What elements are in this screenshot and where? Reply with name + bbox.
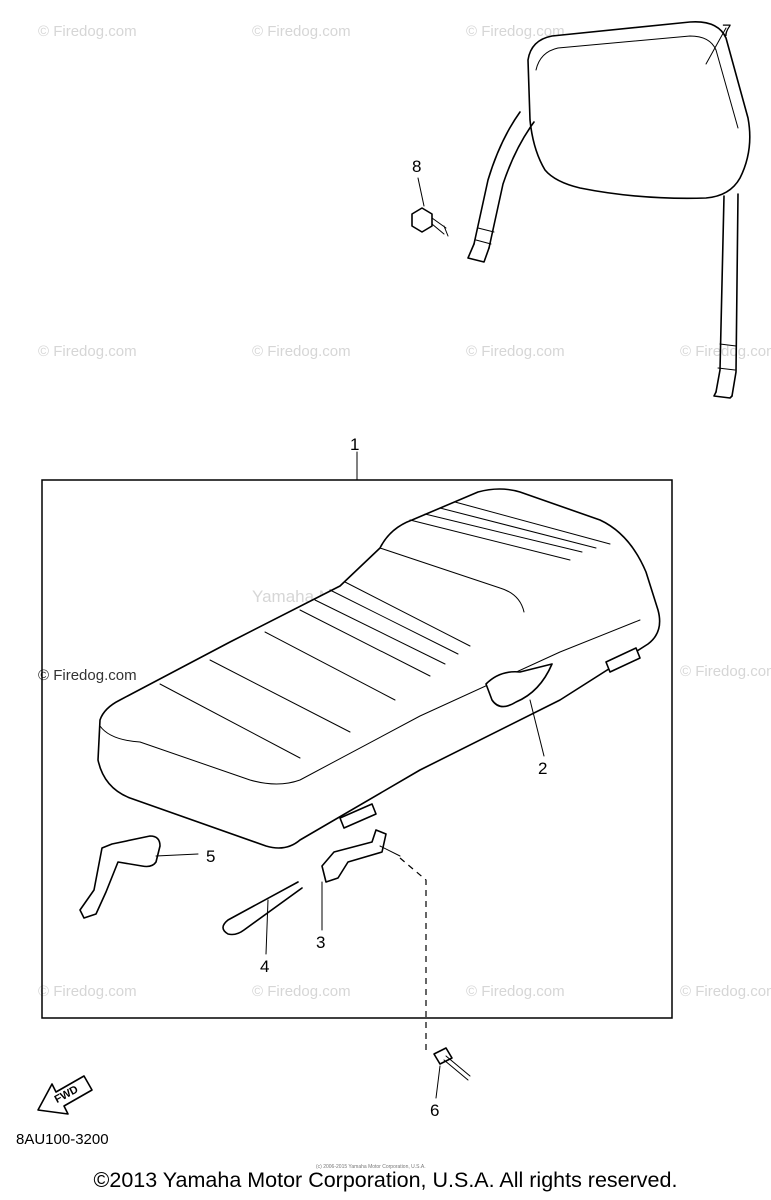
bracket-part-5 bbox=[79, 835, 199, 919]
callout-part-3: 3 bbox=[316, 933, 325, 952]
watermark: © Firedog.com bbox=[252, 343, 351, 360]
assembly-frame bbox=[41, 451, 673, 1019]
watermark: © Firedog.com bbox=[38, 983, 137, 1000]
watermark: © Firedog.com bbox=[680, 983, 771, 1000]
watermark: © Firedog.com bbox=[680, 663, 771, 680]
callout-part-4: 4 bbox=[260, 957, 269, 976]
callout-part-6: 6 bbox=[430, 1101, 439, 1120]
diagram-code: 8AU100-3200 bbox=[16, 1131, 109, 1148]
callout-part-5: 5 bbox=[206, 847, 215, 866]
bolt-part-8 bbox=[411, 177, 449, 237]
watermark: © Firedog.com bbox=[38, 23, 137, 40]
seat-assembly bbox=[97, 488, 661, 849]
watermark: © Firedog.com bbox=[38, 343, 137, 360]
watermark: © Firedog.com bbox=[466, 23, 565, 40]
small-print: (c) 2006-2015 Yamaha Motor Corporation, … bbox=[316, 1164, 426, 1170]
callout-part-2: 2 bbox=[538, 759, 547, 778]
latch-part-3 bbox=[321, 829, 427, 1050]
watermark: © Firedog.com bbox=[252, 23, 351, 40]
callout-part-8: 8 bbox=[412, 157, 421, 176]
watermark-dark: © Firedog.com bbox=[38, 667, 137, 684]
fwd-arrow-icon: FWD bbox=[37, 1075, 93, 1115]
backrest-part-7 bbox=[467, 21, 751, 399]
callout-part-7: 7 bbox=[722, 21, 731, 40]
copyright-footer: ©2013 Yamaha Motor Corporation, U.S.A. A… bbox=[93, 1168, 678, 1192]
watermark: © Firedog.com bbox=[680, 343, 771, 360]
callout-part-1: 1 bbox=[350, 435, 359, 454]
watermark: © Firedog.com bbox=[466, 343, 565, 360]
watermark: © Firedog.com bbox=[466, 983, 565, 1000]
rod-part-4 bbox=[222, 881, 303, 955]
screw-part-6 bbox=[433, 1047, 471, 1099]
watermark: © Firedog.com bbox=[252, 983, 351, 1000]
